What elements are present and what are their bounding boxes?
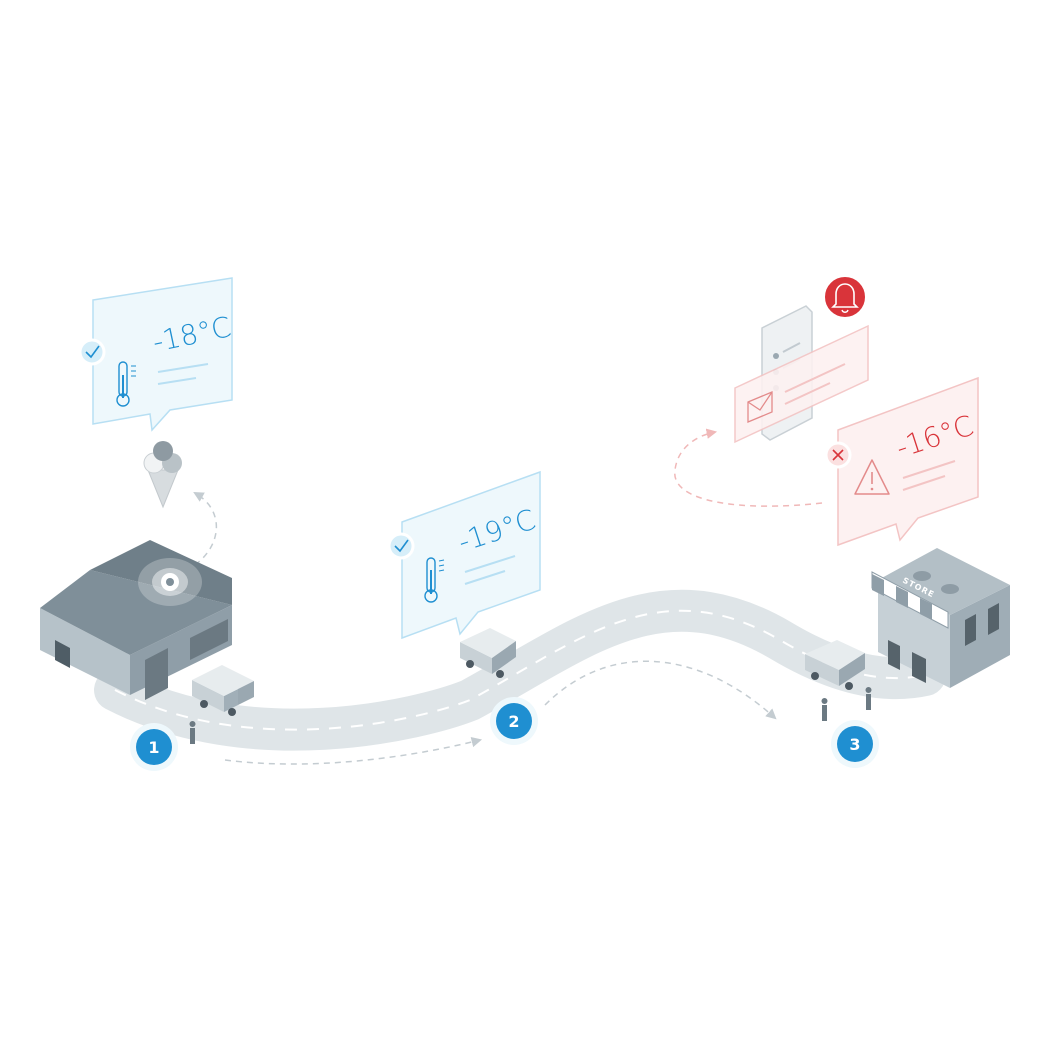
worker-figure — [189, 687, 872, 744]
step-number: 3 — [849, 735, 860, 754]
envelope-icon — [747, 391, 773, 423]
cross-icon — [832, 449, 844, 461]
message-card — [734, 324, 869, 444]
flow-arrow-alert — [674, 428, 823, 507]
truck-icon — [460, 628, 516, 678]
status-badge — [78, 338, 106, 366]
temperature-card-store: -16°C — [824, 376, 979, 547]
truck-icon — [805, 640, 865, 690]
temperature-card-truck: -19°C — [387, 470, 541, 640]
step-marker-3: 3 — [831, 720, 879, 768]
thermometer-icon — [424, 557, 445, 603]
check-icon — [85, 345, 100, 359]
step-marker-1: 1 — [130, 723, 178, 771]
warning-icon — [854, 459, 890, 495]
flow-arrow-warehouse-icecream — [193, 491, 218, 566]
status-badge — [387, 532, 415, 560]
truck-icon — [192, 665, 254, 716]
store-icon: STORE — [871, 548, 1010, 688]
step-number: 2 — [508, 712, 519, 731]
thermometer-icon — [116, 361, 136, 407]
flow-arrow-2-3 — [544, 660, 777, 720]
bell-icon — [821, 273, 869, 321]
ice-cream-icon — [143, 441, 182, 509]
flow-arrow-1-2 — [224, 736, 483, 765]
step-number: 1 — [148, 738, 159, 757]
check-icon — [394, 539, 409, 553]
step-marker-2: 2 — [490, 697, 538, 745]
temperature-card-warehouse: -18°C — [78, 277, 234, 432]
warehouse-icon — [40, 540, 232, 700]
